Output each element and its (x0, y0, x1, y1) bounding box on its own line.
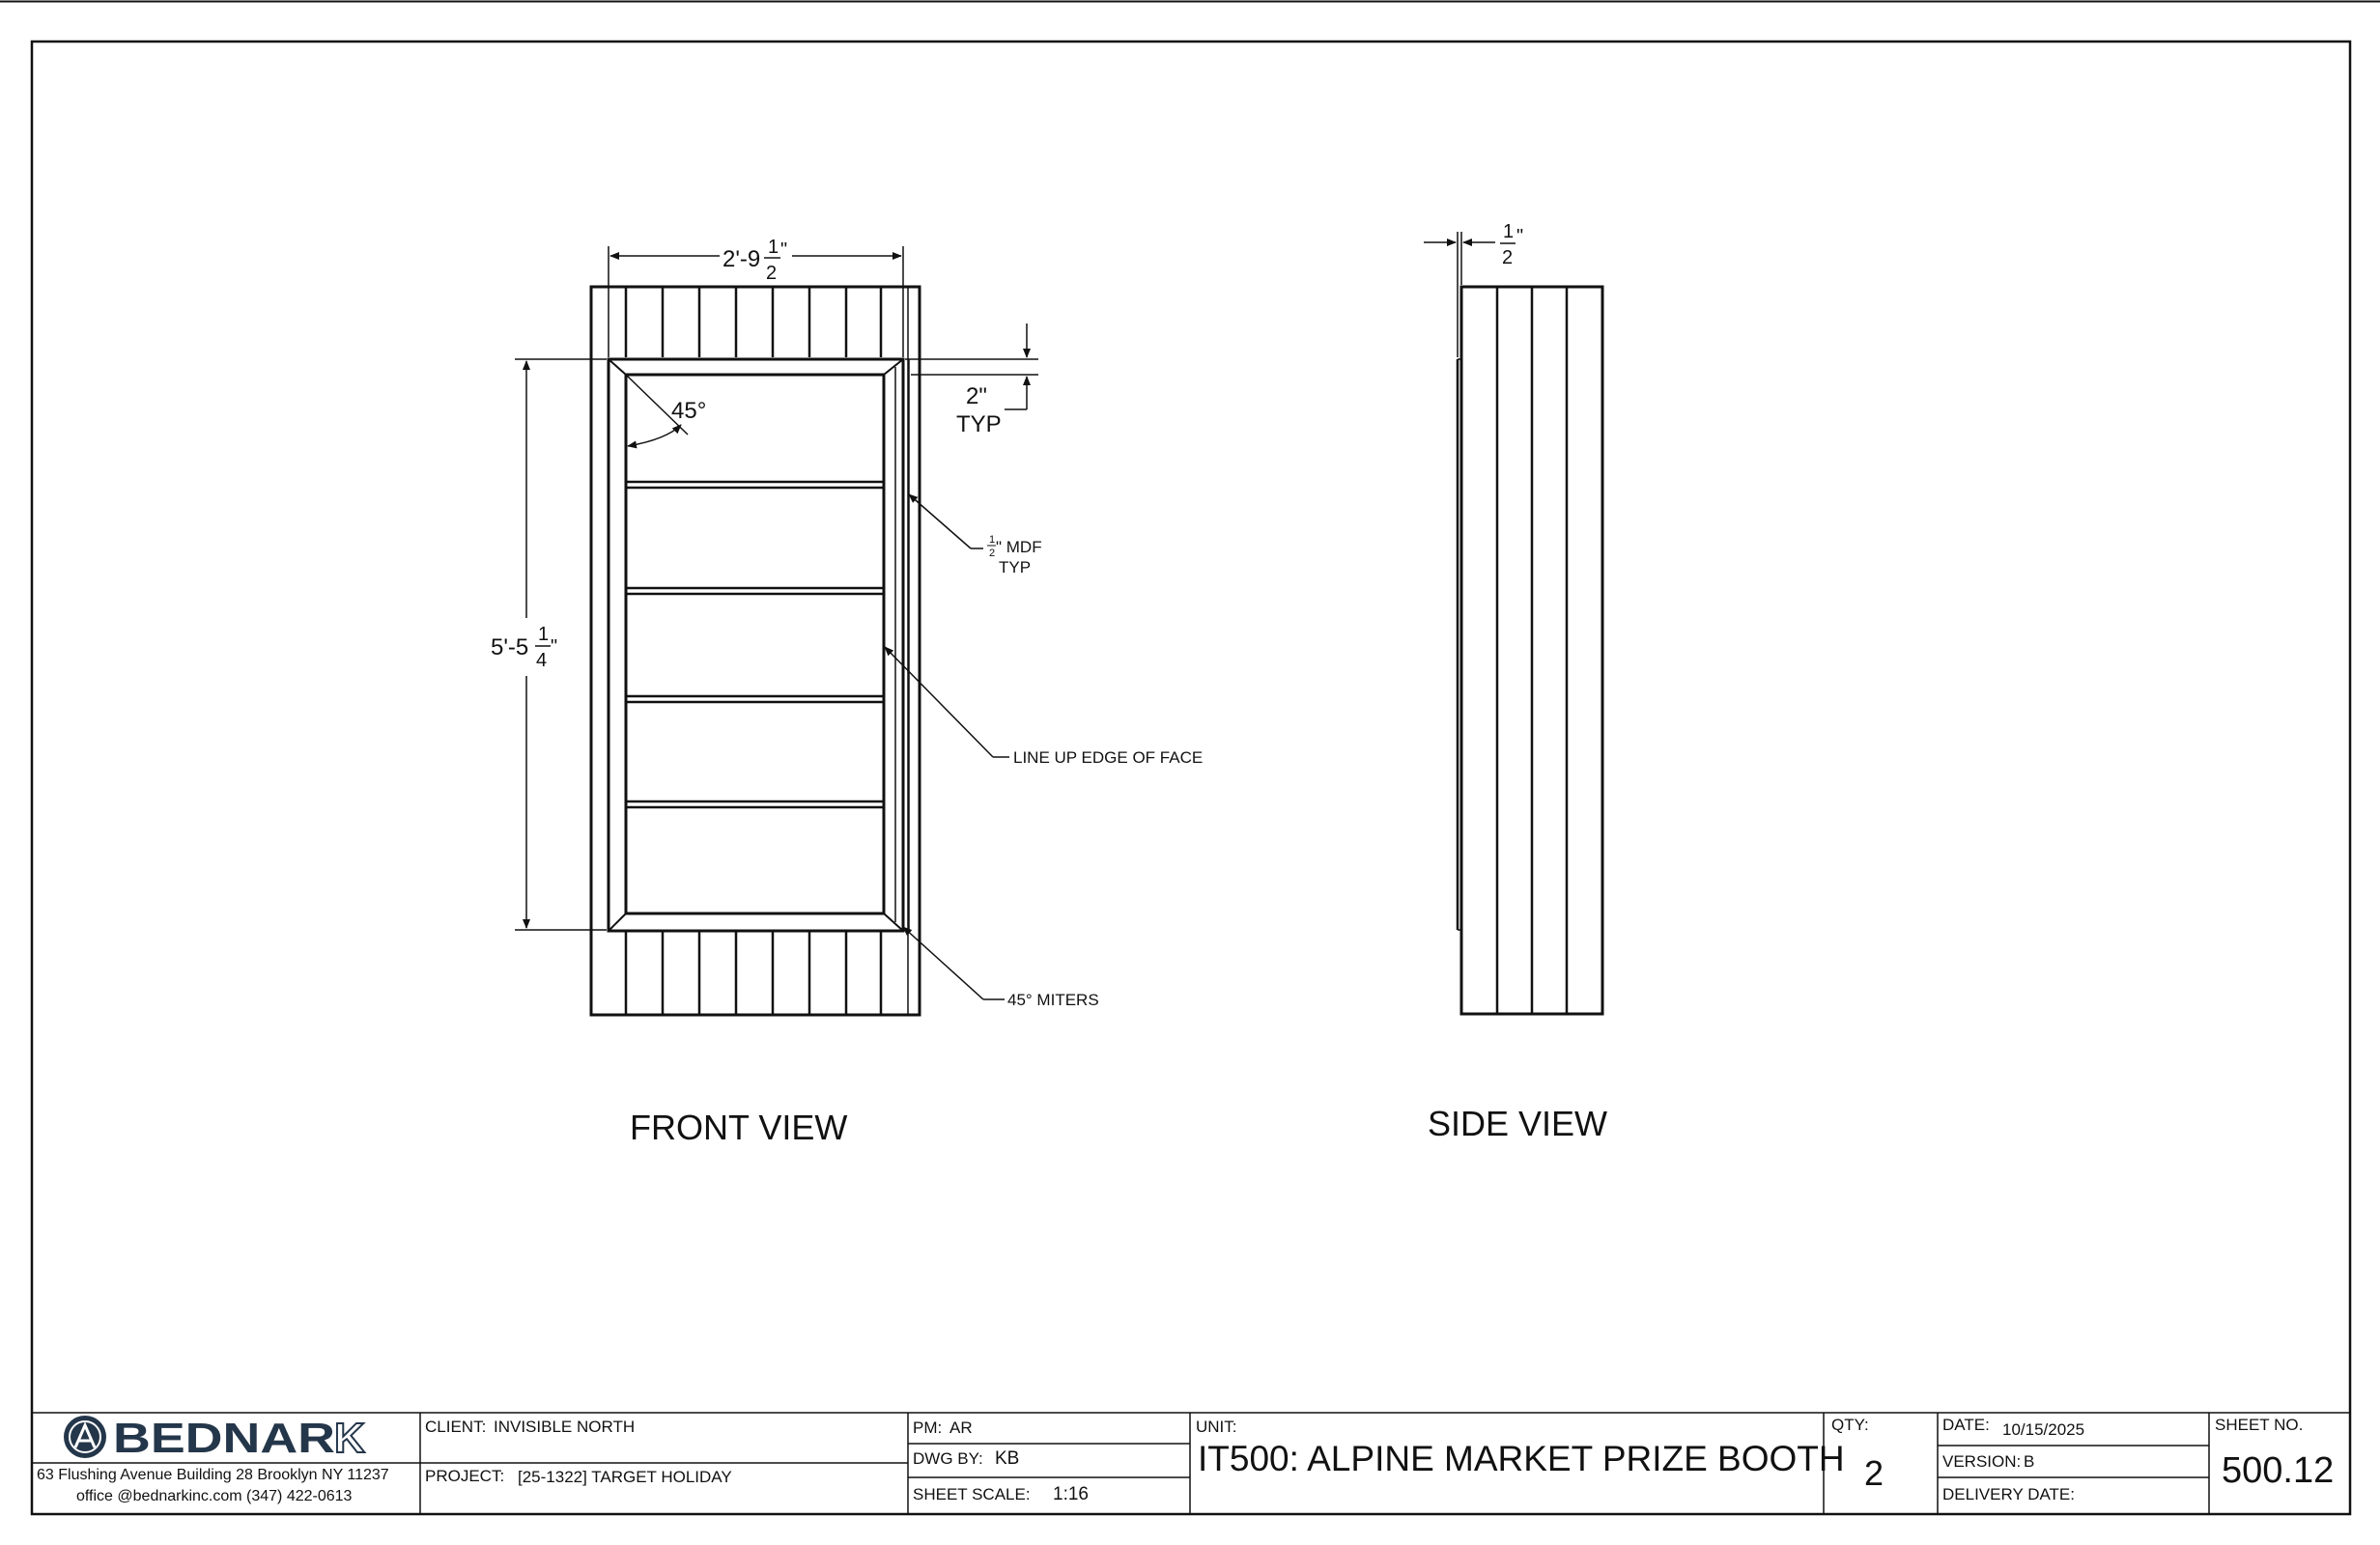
delivery-date-label: DELIVERY DATE: (1942, 1485, 2075, 1503)
sheet-scale-value: 1:16 (1053, 1484, 1089, 1504)
front-view: 45° 2'-9 1 2 " 5'-5 1 4 " (491, 237, 1203, 1147)
title-block-grid (32, 1412, 2350, 1514)
face-frame-inner (624, 373, 886, 915)
mdf-num: 1 (989, 534, 995, 546)
miters-callout: 45° MITERS (902, 926, 1099, 1009)
side-thickness-dimension: 1 2 " (1424, 221, 1523, 357)
width-dim-den: 2 (766, 263, 777, 284)
sheet-no-label: SHEET NO. (2215, 1416, 2304, 1434)
dim-2in-label: 2" (966, 383, 987, 409)
pm-label: PM: (913, 1419, 943, 1437)
width-dimension: 2'-9 1 2 " (608, 237, 904, 357)
version-label: VERSION: (1942, 1452, 2022, 1471)
bednark-logo: BEDNAR K (64, 1414, 366, 1463)
side-dim-den: 2 (1502, 247, 1513, 268)
line-up-callout: LINE UP EDGE OF FACE (884, 646, 1203, 767)
side-view-title: SIDE VIEW (1428, 1104, 1607, 1143)
client-value: INVISIBLE NORTH (494, 1418, 636, 1436)
logo-k: K (334, 1415, 365, 1462)
dwg-by-value: KB (995, 1448, 1020, 1469)
qty-value: 2 (1864, 1453, 1884, 1493)
sheet-no-value: 500.12 (2222, 1450, 2335, 1491)
mdf-label: " MDF (996, 538, 1042, 556)
company-address: 63 Flushing Avenue Building 28 Brooklyn … (37, 1467, 389, 1483)
shelves (626, 480, 884, 809)
angle-annotation: 45° (625, 374, 706, 449)
client-label: CLIENT: (425, 1418, 487, 1436)
width-dim-tail: " (780, 239, 787, 261)
height-dim-tail: " (551, 636, 557, 658)
angle-label: 45° (671, 398, 706, 424)
dim-typ-label: TYP (956, 411, 1002, 437)
face-frame-outer (607, 357, 905, 933)
mdf-callout: 1 2 " MDF TYP (908, 493, 1042, 576)
logo-text: BEDNAR (113, 1415, 335, 1462)
line-up-label: LINE UP EDGE OF FACE (1013, 748, 1203, 767)
unit-label: UNIT: (1196, 1418, 1237, 1436)
miter-lines (608, 358, 904, 932)
project-label: PROJECT: (425, 1467, 505, 1485)
front-top-slats (624, 287, 883, 357)
side-dim-num: 1 (1503, 221, 1514, 242)
date-value: 10/15/2025 (2002, 1420, 2085, 1439)
sheet-scale-label: SHEET SCALE: (913, 1485, 1031, 1503)
width-dim-main: 2'-9 (722, 246, 760, 272)
height-dim-main: 5'-5 (491, 634, 528, 660)
mdf-den: 2 (989, 548, 995, 559)
height-dimension: 5'-5 1 4 " (491, 358, 607, 931)
dwg-by-label: DWG BY: (913, 1449, 983, 1468)
height-dim-den: 4 (536, 650, 547, 671)
pm-value: AR (949, 1419, 973, 1437)
front-bottom-slats (624, 932, 883, 1015)
qty-label: QTY: (1831, 1416, 1869, 1434)
sheet-border (30, 40, 2352, 1516)
mdf-typ: TYP (999, 558, 1031, 576)
unit-value: IT500: ALPINE MARKET PRIZE BOOTH (1198, 1439, 1845, 1478)
date-label: DATE: (1942, 1416, 1990, 1434)
miters-label: 45° MITERS (1007, 991, 1099, 1009)
project-value: [25-1322] TARGET HOLIDAY (518, 1468, 732, 1486)
front-view-title: FRONT VIEW (630, 1108, 847, 1147)
side-dim-tail: " (1516, 226, 1523, 247)
typ-2in-dimension: 2" TYP (905, 323, 1038, 437)
height-dim-num: 1 (538, 624, 549, 645)
front-outer-outline (589, 285, 921, 1017)
width-dim-num: 1 (768, 237, 779, 258)
version-value: B (2024, 1452, 2035, 1471)
company-contact: office @bednarkinc.com (347) 422-0613 (76, 1488, 353, 1504)
side-view: 1 2 " SIDE VIEW (1424, 221, 1607, 1143)
